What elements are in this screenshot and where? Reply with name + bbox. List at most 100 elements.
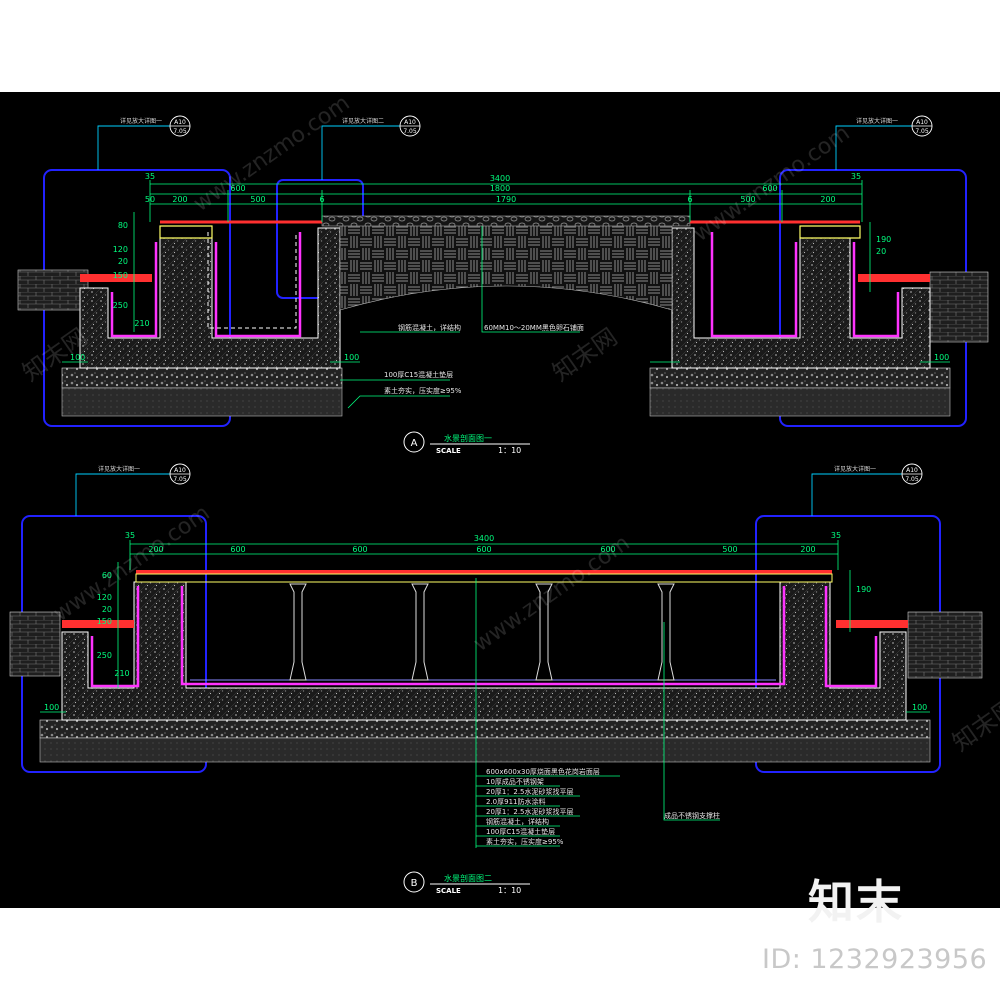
support-post-2 [411, 583, 429, 681]
watermark-site-1: www.znzmo.com [189, 92, 354, 217]
support-post-4 [657, 583, 675, 681]
dim-v210-a: 210 [134, 319, 149, 328]
ground-left-a [17, 269, 89, 311]
dim-v20-a: 20 [118, 257, 128, 266]
scale-value-b: 1：10 [498, 886, 521, 895]
note-leaders-b [475, 578, 720, 848]
note-line8-b: 素土夯实，压实度≥95% [486, 837, 564, 846]
dim-v120-a: 120 [113, 245, 128, 254]
dim-600-4-b: 600 [600, 545, 615, 554]
scale-label-b: SCALE [436, 887, 461, 895]
pool-wall-right-a [671, 227, 931, 369]
coping-left-b [62, 620, 134, 628]
watermark-site-4: www.znzmo.com [469, 531, 634, 657]
watermark-site-3: www.znzmo.com [49, 501, 214, 627]
dim-r190-b: 190 [856, 585, 871, 594]
dim-v60-b: 60 [102, 571, 112, 580]
section-title-a: A 水景剖面图一 SCALE 1：10 [403, 431, 530, 455]
slab-finish-b [135, 573, 833, 583]
section-a: 3400 600 1800 600 35 35 50 200 500 6 179… [17, 115, 989, 455]
cad-sections: 3400 600 1800 600 35 35 50 200 500 6 179… [9, 92, 1000, 895]
dim-b100-right-b: 100 [912, 703, 927, 712]
dim-v210-b: 210 [114, 669, 129, 678]
callout-refs-b: A10 7.05 A10 7.05 [173, 467, 919, 483]
callout-sheet-left-a: 7.05 [173, 128, 187, 135]
scale-label-a: SCALE [436, 447, 461, 455]
note-line2-b: 10厚成品不锈钢架 [486, 777, 544, 786]
ground-right-b [907, 611, 983, 679]
dim-600-3-b: 600 [476, 545, 491, 554]
callout-mid-text-a: 详见放大详图二 [342, 117, 384, 125]
callout-refs-a: A10 7.05 A10 7.05 A10 7.05 [173, 119, 929, 135]
notes-b: 600x600x30厚烧面黑色花岗岩面层 10厚成品不锈钢架 20厚1：2.5水… [486, 767, 720, 846]
note-support-b: 成品不锈钢支撑柱 [664, 811, 720, 820]
coping-left-a [80, 274, 152, 282]
pool-wall-left-a [79, 227, 341, 369]
cad-drawing-area: 3400 600 1800 600 35 35 50 200 500 6 179… [0, 92, 1000, 908]
waterproof-right-a [710, 232, 900, 338]
dim-r20-a: 20 [876, 247, 886, 256]
note-line3-b: 20厚1：2.5水泥砂浆找平层 [486, 787, 574, 796]
dim-b100-right-a: 100 [934, 353, 949, 362]
soil-layer-left-a [61, 387, 343, 417]
callout-bubbles-b [169, 463, 923, 485]
dim-600-right-a: 600 [762, 184, 777, 193]
dim-text-b: 3400 35 35 200 600 600 600 600 500 200 6… [44, 531, 927, 712]
dim-6-left-a: 6 [319, 195, 324, 204]
coping-right-b [836, 620, 908, 628]
image-id: ID: 1232923956 [762, 944, 988, 975]
callouts-a [97, 125, 912, 180]
callout-text-a: 详见放大详图一 详见放大详图二 详见放大详图一 [120, 117, 898, 125]
note-c15-a: 100厚C15混凝土垫层 [384, 370, 453, 379]
section-marker-b: B [411, 878, 418, 889]
support-post-3 [535, 583, 553, 681]
callout-ref-right-a: A10 [916, 119, 928, 126]
callout-sheet-mid-a: 7.05 [403, 128, 417, 135]
note-leaders-a [340, 226, 580, 409]
dim-35-left-b: 35 [125, 531, 135, 540]
dim-lines-b [40, 540, 930, 713]
section-b: 3400 35 35 200 600 600 600 600 500 200 6… [9, 463, 983, 895]
c15-layer-b [39, 719, 931, 739]
waterproof-left-a [110, 232, 302, 338]
ground-left-b [9, 611, 61, 677]
dim-b100-left-a: 100 [70, 353, 85, 362]
dim-v20-b: 20 [102, 605, 112, 614]
dim-200-right-b: 200 [800, 545, 815, 554]
dim-v250-b: 250 [97, 651, 112, 660]
dim-50-a: 50 [145, 195, 155, 204]
dim-b100-mid-a: 100 [344, 353, 359, 362]
dim-35-right-b: 35 [831, 531, 841, 540]
dim-500-right-b: 500 [722, 545, 737, 554]
pebble-layer-a [321, 215, 691, 227]
scale-value-a: 1：10 [498, 446, 521, 455]
dim-lines-a [62, 180, 950, 363]
callout-sheet-right-b: 7.05 [905, 476, 919, 483]
section-title-b: B 水景剖面图二 SCALE 1：10 [403, 871, 530, 895]
dim-600-1-b: 600 [230, 545, 245, 554]
callout-text-b: 详见放大详图一 详见放大详图一 [98, 465, 876, 473]
note-line6-b: 钢筋混凝土，详结构 [486, 817, 549, 826]
ground-right-a [929, 271, 989, 343]
note-line4-b: 2.0厚911防水涂料 [486, 797, 546, 806]
dim-35-left-a: 35 [145, 172, 155, 181]
soil-layer-right-a [649, 387, 951, 417]
dim-b100-left-b: 100 [44, 703, 59, 712]
callout-ref-mid-a: A10 [404, 119, 416, 126]
callout-left-text-b: 详见放大详图一 [98, 465, 140, 473]
cap-left-a [159, 225, 213, 239]
note-line5-b: 20厚1：2.5水泥砂浆找平层 [486, 807, 574, 816]
callout-right-text-a: 详见放大详图一 [856, 117, 898, 125]
dim-35-right-a: 35 [851, 172, 861, 181]
dim-total-a: 3400 [490, 174, 510, 183]
callouts-b [75, 473, 902, 516]
c15-layer-left-a [61, 367, 343, 389]
callout-ref-left-b: A10 [174, 467, 186, 474]
dim-v150-b: 150 [97, 617, 112, 626]
note-wall-a: 钢筋混凝土，详结构 [398, 323, 461, 332]
section-title-text-a: 水景剖面图一 [444, 433, 492, 443]
dim-total-b: 3400 [474, 534, 494, 543]
brand-logo: 知末 [808, 875, 904, 929]
soil-layer-b [39, 737, 931, 763]
slab-top-b [136, 570, 832, 574]
